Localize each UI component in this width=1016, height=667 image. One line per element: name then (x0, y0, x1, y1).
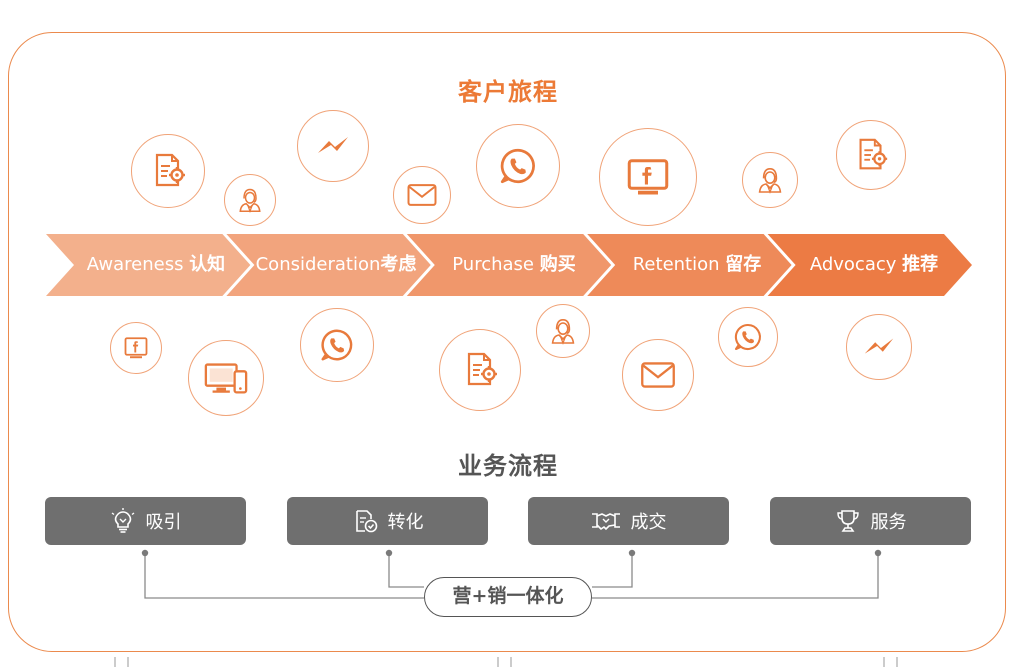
lightbulb-icon (110, 508, 136, 534)
facebook-icon (110, 322, 162, 374)
document-gear-icon (836, 120, 906, 190)
step-convert[interactable]: 转化 (287, 497, 488, 545)
step-deal[interactable]: 成交 (528, 497, 729, 545)
integration-label: 营+销一体化 (424, 577, 592, 617)
stage-consideration: Consideration考虑 (255, 254, 417, 275)
whatsapp-icon (476, 124, 560, 208)
journey-stages: Awareness 认知 Consideration考虑 Purchase 购买… (46, 234, 976, 296)
step-service[interactable]: 服务 (770, 497, 971, 545)
chevron-consideration (226, 234, 431, 296)
bottom-edge-marks (114, 657, 898, 667)
trophy-icon (835, 508, 861, 534)
process-title: 业务流程 (458, 452, 558, 480)
agent-icon (536, 304, 590, 358)
agent-icon (224, 174, 276, 226)
whatsapp-icon (300, 308, 374, 382)
chevron-advocacy (767, 234, 972, 296)
stage-purchase: Purchase 购买 (452, 254, 576, 275)
step-label: 服务 (870, 512, 907, 533)
step-label: 吸引 (145, 512, 182, 533)
document-gear-icon (131, 134, 205, 208)
agent-icon (742, 152, 798, 208)
chevron-retention (587, 234, 792, 296)
whatsapp-icon (718, 307, 778, 367)
handshake-icon (591, 508, 621, 534)
messenger-icon (846, 314, 912, 380)
mail-icon (622, 339, 694, 411)
journey-title: 客户旅程 (458, 78, 558, 106)
mail-icon (393, 166, 451, 224)
chevron-purchase (406, 234, 612, 296)
stage-advocacy: Advocacy 推荐 (809, 254, 939, 275)
messenger-icon (297, 110, 369, 182)
document-check-icon (352, 508, 378, 534)
desktop-mobile-icon (188, 340, 264, 416)
diagram-frame (8, 32, 1006, 652)
stage-awareness: Awareness 认知 (86, 254, 226, 275)
step-attract[interactable]: 吸引 (45, 497, 246, 545)
stage-retention: Retention 留存 (632, 254, 762, 275)
chevron-awareness (46, 234, 251, 296)
step-label: 成交 (630, 512, 667, 533)
step-label: 转化 (387, 512, 424, 533)
document-gear-icon (439, 329, 521, 411)
facebook-monitor-icon (599, 128, 697, 226)
